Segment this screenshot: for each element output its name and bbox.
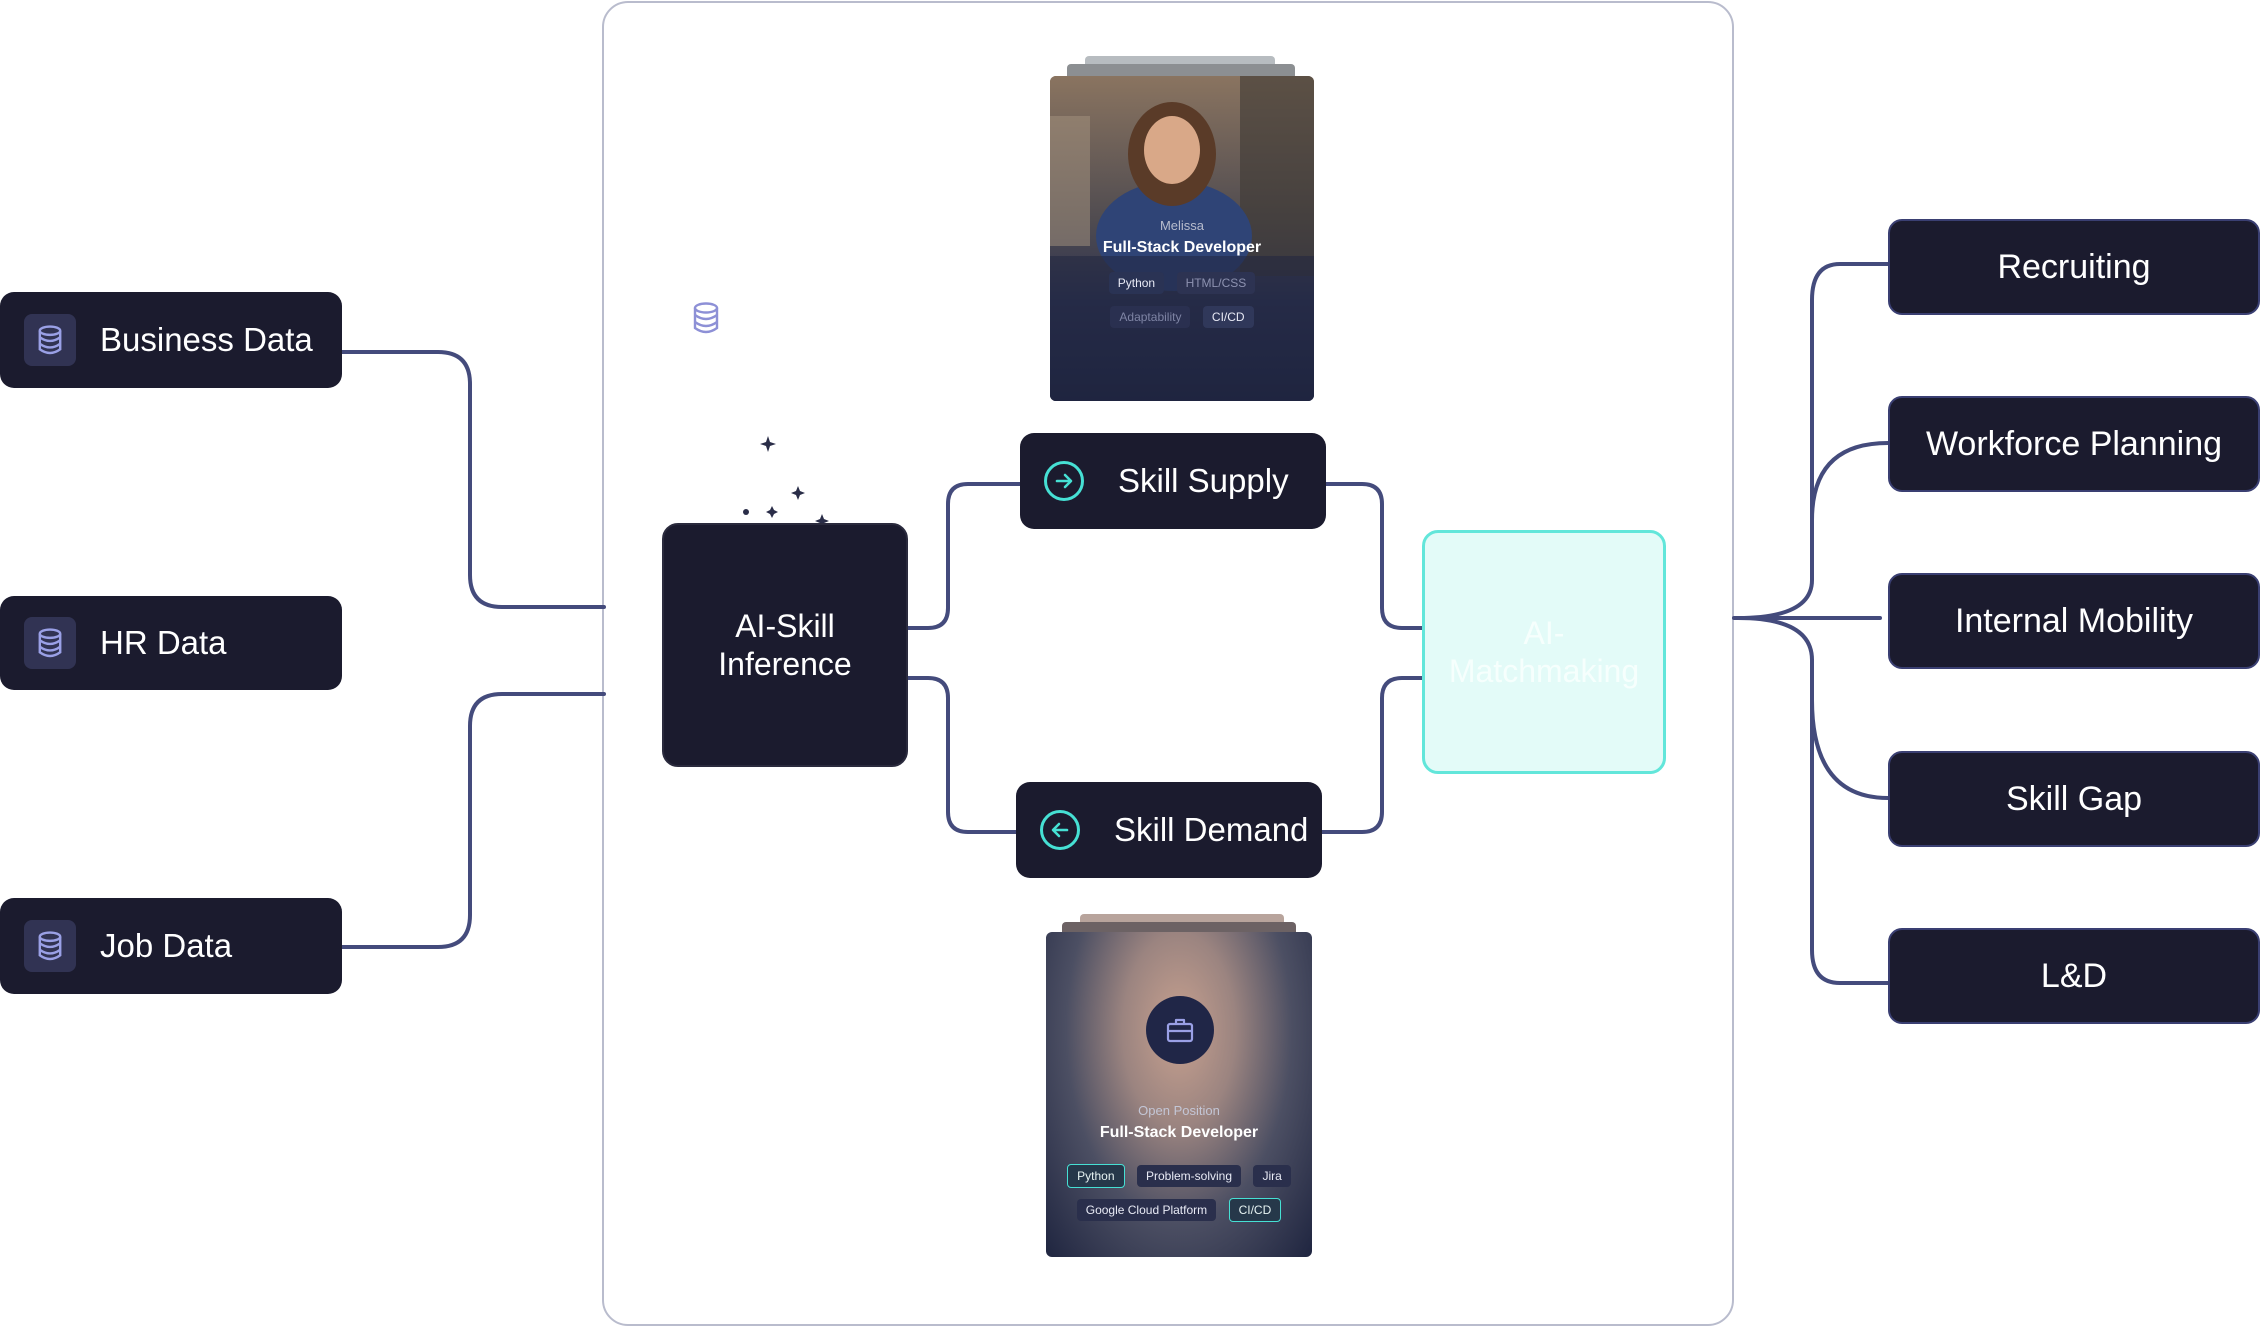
arrow-left-circle-icon: [1040, 810, 1080, 850]
skill-tag: CI/CD: [1202, 306, 1254, 328]
output-label: Skill Gap: [2005, 779, 2143, 818]
matchmaking-line-1: AI-: [1523, 615, 1565, 651]
database-icon: [24, 920, 76, 972]
wire-out-recruiting: [1736, 262, 1890, 620]
skill-tag: Jira: [1253, 1165, 1291, 1187]
position-caption: Open Position: [1138, 1103, 1220, 1118]
output-label: Workforce Planning: [1925, 424, 2223, 463]
open-position-card[interactable]: Open Position Full-Stack Developer Pytho…: [1046, 932, 1312, 1257]
skill-supply-node[interactable]: Skill Supply: [1020, 433, 1326, 529]
ai-matchmaking-node[interactable]: AI- Matchmaking: [1422, 530, 1666, 774]
source-job-data[interactable]: Job Data: [0, 898, 342, 994]
profile-card-stack-mid: [1067, 64, 1295, 78]
ai-skill-inference-node[interactable]: AI-Skill Inference: [662, 523, 908, 767]
position-role: Full-Stack Developer: [1099, 1124, 1259, 1141]
source-hr-data[interactable]: HR Data: [0, 596, 342, 690]
wire-business: [340, 350, 606, 609]
profile-photo: [1050, 76, 1314, 401]
floating-database-icon: [692, 302, 720, 334]
output-label: Recruiting: [1997, 247, 2151, 286]
inference-line-1: AI-Skill: [735, 608, 835, 644]
profile-name: Melissa: [1159, 218, 1205, 233]
skill-supply-label: Skill Supply: [1118, 462, 1289, 499]
output-skill-gap[interactable]: Skill Gap: [1888, 751, 2260, 847]
skill-tag: CI/CD: [1228, 1198, 1282, 1222]
skill-demand-node[interactable]: Skill Demand: [1016, 782, 1322, 878]
briefcase-icon: [1146, 996, 1214, 1064]
wire-out-skillgap: [1736, 616, 1890, 800]
inference-line-2: Inference: [718, 646, 852, 682]
source-label: HR Data: [100, 624, 227, 661]
output-workforce-planning[interactable]: Workforce Planning: [1888, 396, 2260, 492]
output-internal-mobility[interactable]: Internal Mobility: [1888, 573, 2260, 669]
matchmaking-line-2: Matchmaking: [1448, 653, 1640, 689]
profile-role: Full-Stack Developer: [1102, 239, 1262, 256]
inference-label: AI-Skill Inference: [718, 607, 851, 683]
output-label: L&D: [2040, 956, 2108, 995]
wire-job: [340, 692, 606, 949]
skill-tag: Problem-solving: [1136, 1165, 1242, 1187]
output-recruiting[interactable]: Recruiting: [1888, 219, 2260, 315]
matchmaking-label: AI- Matchmaking: [1449, 614, 1639, 690]
skill-tag: HTML/CSS: [1176, 272, 1256, 294]
database-icon: [24, 617, 76, 669]
database-icon: [24, 314, 76, 366]
output-label: Internal Mobility: [1954, 601, 2194, 640]
position-card-stack-mid: [1062, 922, 1296, 934]
skill-demand-label: Skill Demand: [1114, 811, 1309, 848]
skill-tag: Python: [1108, 272, 1165, 294]
skill-tag: Google Cloud Platform: [1076, 1199, 1217, 1221]
output-ld[interactable]: L&D: [1888, 928, 2260, 1024]
source-label: Job Data: [100, 927, 233, 964]
wire-out-workforce: [1810, 441, 1890, 562]
arrow-right-circle-icon: [1044, 461, 1084, 501]
source-label: Business Data: [100, 321, 313, 358]
source-business-data[interactable]: Business Data: [0, 292, 342, 388]
candidate-profile-card[interactable]: Melissa Full-Stack Developer Python HTML…: [1050, 76, 1314, 401]
skill-tag: Adaptability: [1110, 306, 1191, 328]
wire-out-ld: [1810, 658, 1890, 985]
skill-tag: Python: [1067, 1164, 1125, 1188]
